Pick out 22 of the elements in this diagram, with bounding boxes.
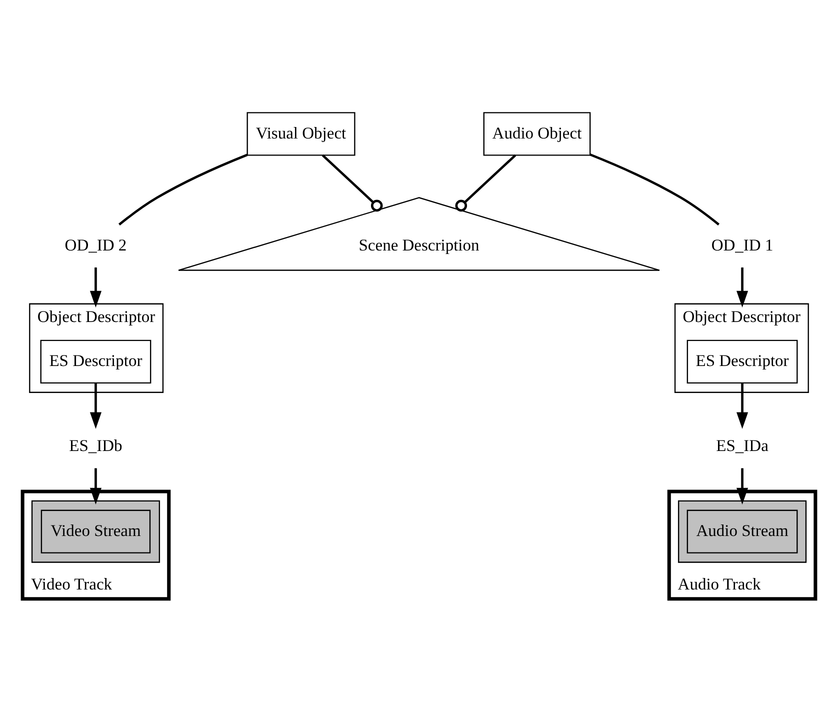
node-text: OD_ID 2 [64,235,127,254]
node-box: ES Descriptor [686,340,798,384]
connector [590,153,720,226]
arrow [736,383,748,429]
node-text: ES_IDb [69,436,122,456]
cluster [31,500,160,563]
node-box: Visual Object [246,112,356,156]
arrow [90,383,102,429]
node-box: Video Stream [40,510,151,554]
node-box: Audio Object [483,112,591,156]
node-text: OD_ID 1 [711,235,774,254]
cluster [678,500,807,563]
node-box: ES Descriptor [40,340,152,384]
node-box: Audio Stream [686,510,798,554]
arrow [736,468,748,504]
connector [118,154,248,226]
node-text: ES_IDa [716,436,768,456]
arrow [736,267,748,308]
arrow [90,267,102,308]
connector [455,154,516,212]
arrow [90,468,102,504]
connector [322,154,383,212]
